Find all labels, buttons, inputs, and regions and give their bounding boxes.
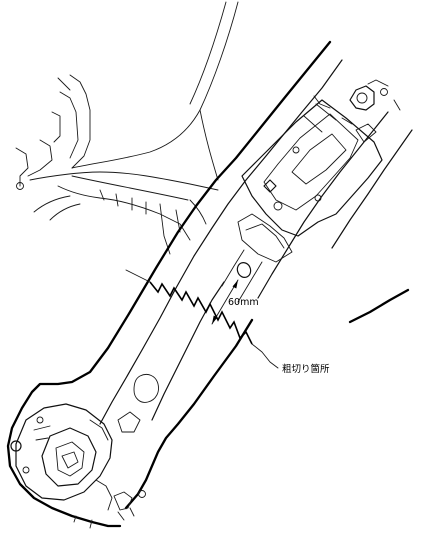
dimension-arrow-top xyxy=(232,280,238,289)
background-body-panels xyxy=(15,1,239,255)
lower-mount-bracket xyxy=(10,403,146,529)
cut-location-label: 粗切り箇所 xyxy=(282,363,330,375)
upper-bracket xyxy=(237,79,401,263)
bolt-hole-and-dimension: 60mm xyxy=(211,262,259,325)
distance-label: 60mm xyxy=(228,297,259,308)
frame-outline xyxy=(6,40,410,528)
bolt-hole xyxy=(236,262,252,278)
frame-rails xyxy=(99,59,413,433)
rough-cut-line: 粗切り箇所 xyxy=(125,269,330,375)
callout-leader xyxy=(251,343,279,369)
